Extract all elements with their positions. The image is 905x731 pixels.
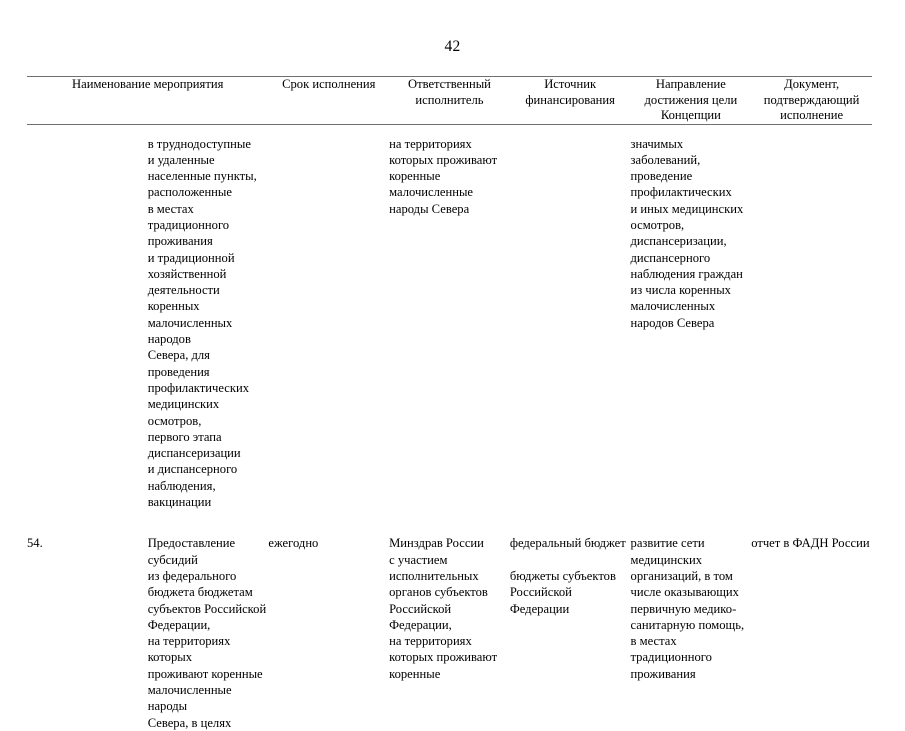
document-page: 42 Наименование мероприятия Срок исполне…: [27, 38, 872, 730]
row-document-cell: отчет в ФАДН России: [751, 524, 872, 731]
measure-document: отчет в ФАДН России: [751, 536, 870, 551]
row-document-cell: [751, 124, 872, 510]
row-direction-cell: значимых заболеваний, проведение профила…: [631, 124, 752, 510]
row-name-cell: Предоставление субсидий из федерального …: [148, 524, 269, 731]
measure-financing: федеральный бюджет бюджеты субъектов Рос…: [509, 536, 626, 616]
page-number: 42: [444, 38, 461, 55]
measure-term: [268, 125, 389, 136]
table-row: в труднодоступные и удаленные населенные…: [27, 124, 872, 510]
row-direction-cell: развитие сети медицинских организаций, в…: [631, 524, 752, 731]
row-financing-cell: [510, 124, 631, 510]
measure-name: Предоставление субсидий из федерального …: [147, 536, 267, 730]
column-header-document: Документ, подтверждающий исполнение: [763, 77, 860, 122]
measure-financing: [510, 125, 631, 136]
measures-table: Наименование мероприятия Срок исполнения…: [27, 76, 872, 731]
row-spacer-cell: [751, 510, 872, 524]
row-number-cell: [27, 124, 148, 510]
measure-executor: на территориях которых проживают коренны…: [389, 136, 498, 216]
table-row: 54. Предоставление субсидий из федеральн…: [27, 524, 872, 731]
row-spacer-cell: [268, 510, 389, 524]
row-spacer-cell: [148, 510, 269, 524]
row-spacer-cell: [27, 510, 148, 524]
row-term-cell: [268, 124, 389, 510]
row-spacer-cell: [389, 510, 510, 524]
row-number: [27, 125, 148, 136]
table-header-row: Наименование мероприятия Срок исполнения…: [27, 76, 872, 124]
row-spacer: [27, 510, 872, 524]
column-header-name: Наименование мероприятия: [72, 77, 224, 91]
row-financing-cell: федеральный бюджет бюджеты субъектов Рос…: [510, 524, 631, 731]
column-header-financing: Источник финансирования: [525, 77, 615, 107]
row-spacer-cell: [510, 510, 631, 524]
table-header: Наименование мероприятия Срок исполнения…: [27, 76, 872, 124]
measure-direction: развитие сети медицинских организаций, в…: [630, 536, 745, 681]
measure-direction: значимых заболеваний, проведение профила…: [630, 136, 744, 330]
column-header-executor: Ответственный исполнитель: [407, 77, 491, 107]
column-header-term: Срок исполнения: [282, 77, 376, 91]
measure-term: ежегодно: [268, 536, 319, 551]
column-header-direction: Направление достижения цели Концепции: [644, 77, 738, 122]
row-executor-cell: на территориях которых проживают коренны…: [389, 124, 510, 510]
row-number: 54.: [27, 536, 43, 551]
measure-executor: Минздрав России с участием исполнительны…: [389, 536, 498, 681]
row-name-cell: в труднодоступные и удаленные населенные…: [148, 124, 269, 510]
row-spacer-cell: [631, 510, 752, 524]
row-number-cell: 54.: [27, 524, 148, 731]
row-term-cell: ежегодно: [268, 524, 389, 731]
measure-name: в труднодоступные и удаленные населенные…: [147, 136, 257, 510]
measure-document: [751, 125, 872, 136]
row-executor-cell: Минздрав России с участием исполнительны…: [389, 524, 510, 731]
